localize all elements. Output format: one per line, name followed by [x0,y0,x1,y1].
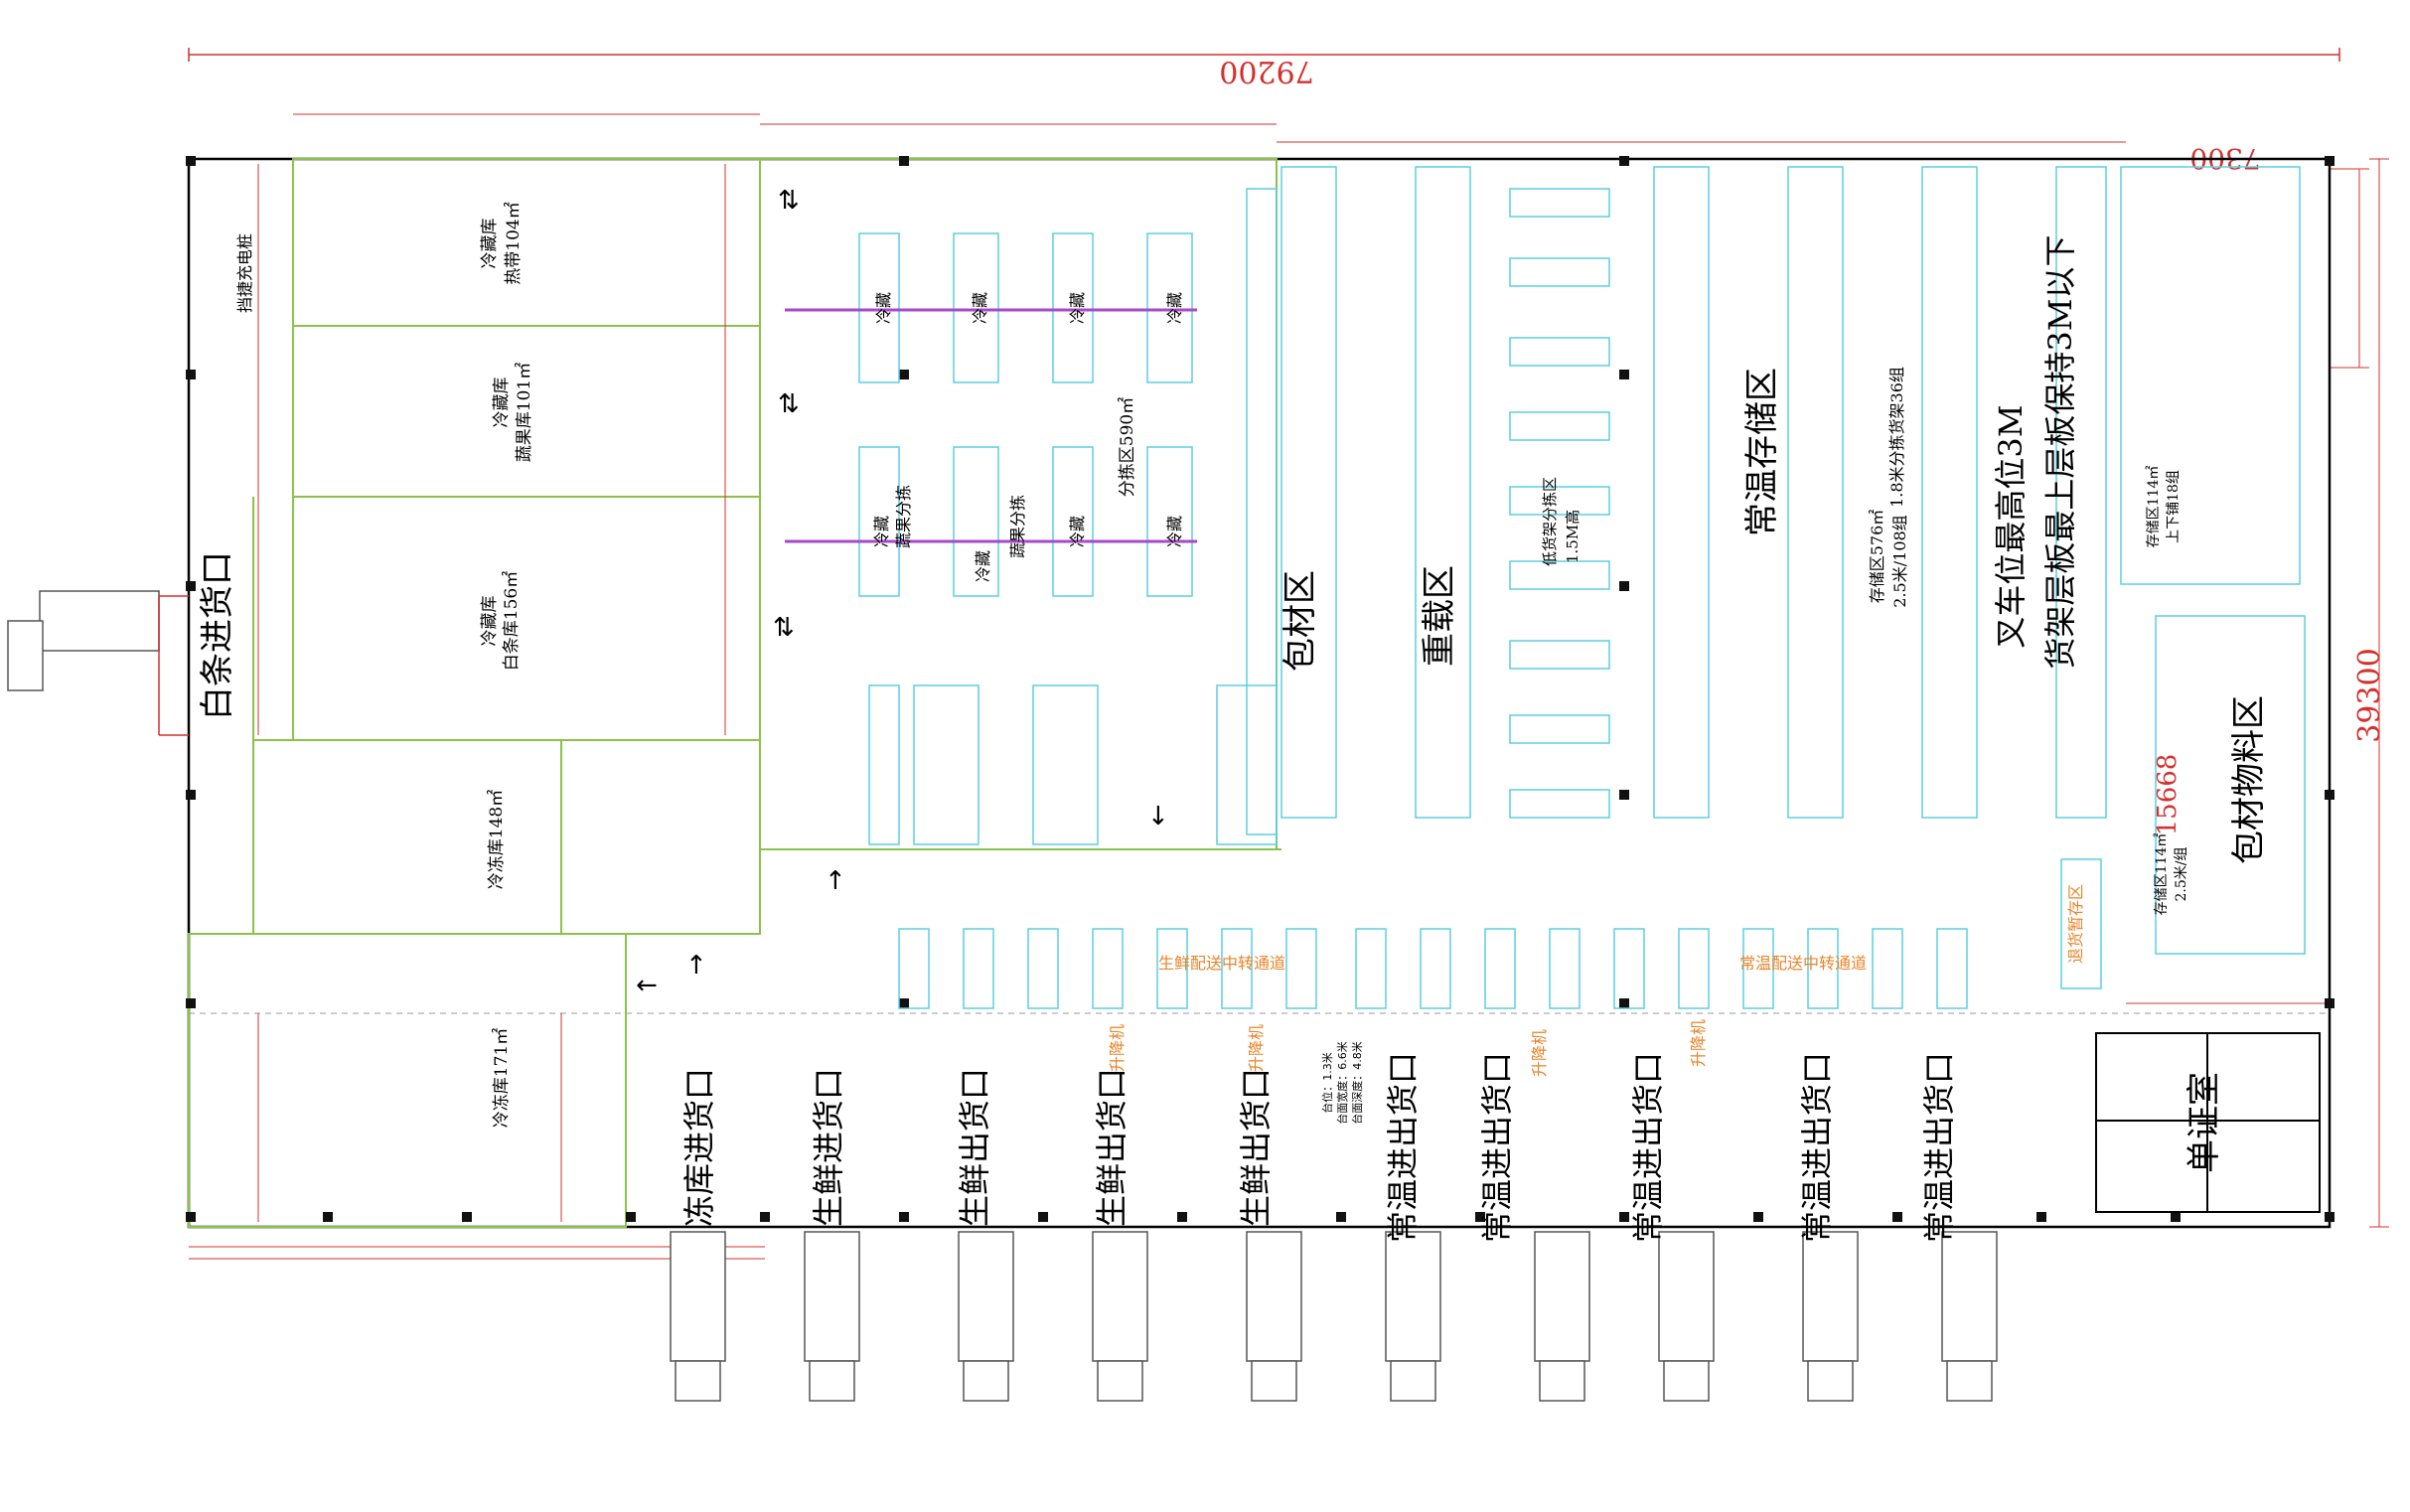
structural-columns [186,156,2335,1222]
rack-label-5: 冷藏 [872,516,891,547]
dock-label-1: 冻库进货口 [680,1068,718,1227]
zone-freezer-room: 冷冻库148㎡ [487,790,507,889]
dock-label-10: 常温进出货口 [1920,1052,1958,1243]
cold-room-partitions [188,158,1281,1228]
storage-note-1: 存储区576㎡ [1868,510,1886,604]
storage-note-3: 1.8米分拣货架36组 [1887,367,1906,508]
packaging-racks [1280,166,2306,989]
storage-note-2: 2.5米/108组 [1890,515,1909,607]
zone-cold-storage-3-sub: 白条库156㎡ [502,571,522,671]
rack-label-4: 冷藏 [1165,292,1184,324]
zone-ambient-storage: 常温存储区 [1742,368,1782,536]
zone-cold-storage-1-sub: 热带104㎡ [504,202,524,284]
total-width-label: 79200 [1219,54,1313,88]
total-width-dimension [188,48,2340,62]
dock-label-2: 生鲜进货口 [810,1068,847,1227]
right-storage-4: 2.5米/组 [2174,847,2189,902]
dock-label-4: 生鲜出货口 [1093,1068,1130,1227]
lift-label-3: 升降机 [1530,1029,1549,1077]
zone-cold-storage-1: 冷藏库 [480,219,500,269]
zone-cold-storage-2: 冷藏库 [492,378,512,428]
dock-label-5: 生鲜出货口 [1237,1068,1275,1227]
ambient-transfer-label: 常温配送中转通道 [1739,954,1867,973]
right-height-label: 39300 [2352,648,2387,742]
fresh-transfer-label: 生鲜配送中转通道 [1158,954,1285,973]
cold-room-inner-red [257,164,726,1222]
lift-label-2: 升降机 [1247,1024,1266,1072]
zone-packaging-materials: 包材物料区 [2229,695,2269,864]
forklift-note-2: 货架层板最上层板保持3M以下 [2041,234,2079,669]
zone-cold-storage-2-sub: 蔬果库101㎡ [515,363,534,462]
zone-baitiao-inbound: 白条进货口 [198,551,237,720]
rack-label-3: 冷藏 [1068,292,1087,324]
lift-spec-3: 台面深度：4.8米 [1350,1041,1364,1125]
fruit-sort-label: 蔬果分拣 [894,485,913,548]
dock-staging-boxes [898,928,1968,1009]
zone-pallet-shelf-height: 1.5M高 [1564,510,1582,563]
dock-label-7: 常温进出货口 [1478,1052,1516,1243]
lift-spec-2: 台面宽度：6.6米 [1335,1041,1349,1125]
zone-pallet-shelf-note: 低货架分拣区 [1541,477,1559,566]
right-storage-1: 存储区114㎡ [2146,466,2162,548]
rack-label-1: 冷藏 [874,292,893,324]
lift-label-4: 升降机 [1689,1019,1708,1067]
right-storage-3: 存储区114㎡ [2154,833,2170,916]
rack-label-8: 冷藏 [1165,516,1184,547]
zone-cold-storage-3: 冷藏库 [480,596,500,647]
lift-spec-1: 台位：1.3米 [1320,1052,1334,1114]
arrow-icon: ← [636,971,658,1000]
lift-label-1: 升降机 [1108,1024,1127,1072]
zone-freezer-room-2: 冷冻库171㎡ [492,1028,512,1128]
zone-packaging-area: 包材区 [1280,570,1320,672]
zone-document-room: 单证室 [2184,1072,2224,1173]
zone-heavy-area: 重载区 [1420,565,1459,667]
dock-trucks [670,1231,1998,1402]
arrow-icon: ↑ [685,951,707,981]
rack-label-7: 冷藏 [1068,516,1087,547]
sorting-conveyor [785,308,1197,543]
arrow-icon: ⇅ [773,613,795,643]
forklift-note-1: 叉车位最高位3M [1992,404,2030,648]
dock-label-9: 常温进出货口 [1798,1052,1836,1243]
fruit-sort-label-2: 蔬果分拣 [1008,495,1027,558]
dock-label-6: 常温进出货口 [1384,1052,1422,1243]
rack-label-6: 冷藏 [974,550,992,582]
arrow-icon: ⇅ [778,186,800,216]
dock-label-8: 常温进出货口 [1629,1052,1667,1243]
zone-sorting-area: 分拣区590㎡ [1118,397,1137,497]
arrow-icon: ↑ [825,866,846,896]
arrow-icon: ⇅ [778,389,800,419]
flow-arrows: ⇅ ⇅ ⇅ ↓ ↑ ↑ ← [636,186,1169,1000]
zone-mobile-shelves: 挡捷充电桩 [235,233,254,313]
side-truck [7,590,189,736]
dock-label-3: 生鲜出货口 [956,1068,993,1227]
sorting-racks [858,188,1278,845]
arrow-icon: ↓ [1147,802,1169,832]
right-area-height-label: 15668 [2153,754,2183,836]
secondary-dimensions [189,113,2389,1260]
document-room [2095,1032,2321,1213]
return-area-label: 退货暂存区 [2066,884,2085,964]
right-storage-2: 上下铺18组 [2166,470,2182,543]
rack-label-2: 冷藏 [971,292,989,324]
